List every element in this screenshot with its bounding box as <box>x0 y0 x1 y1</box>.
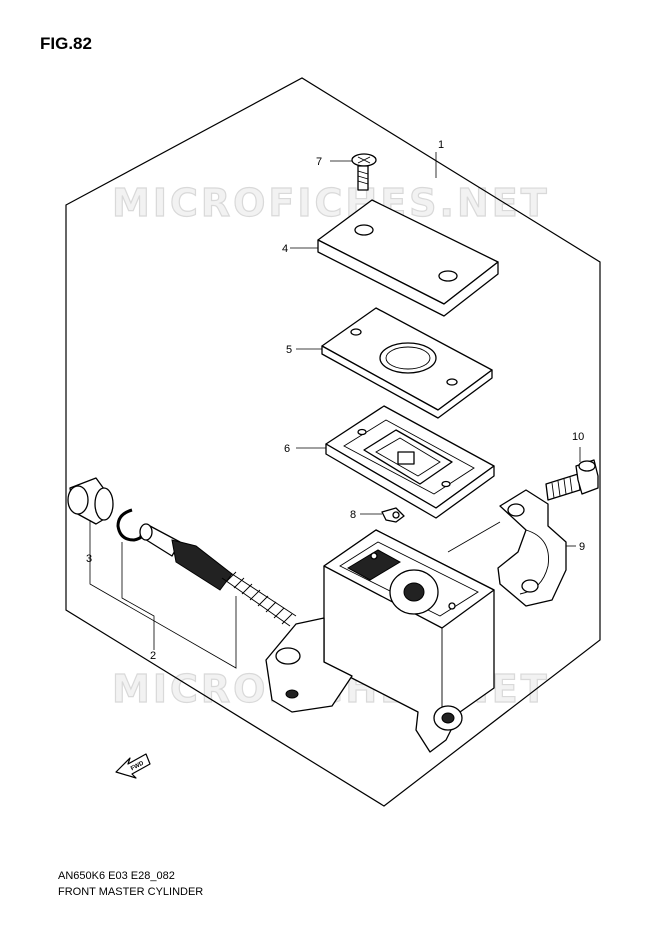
callout-6: 6 <box>284 443 290 455</box>
assembly-boundary <box>65 77 601 807</box>
diagram-code: AN650K6 E03 E28_082 <box>58 870 175 882</box>
screw-part <box>351 153 377 191</box>
callout-1: 1 <box>438 139 444 151</box>
callout-5: 5 <box>286 344 292 356</box>
master-cylinder-body <box>265 529 495 753</box>
dust-boot-part <box>67 477 114 525</box>
bolt-part <box>545 459 599 501</box>
callout-3: 3 <box>86 553 92 565</box>
watermark-top: MICROFICHES.NET <box>112 181 550 225</box>
callout-10: 10 <box>572 431 584 443</box>
diaphragm-plate-part <box>321 307 493 419</box>
callout-2: 2 <box>150 650 156 662</box>
diagram-name: FRONT MASTER CYLINDER <box>58 886 204 898</box>
holder-clamp-part <box>497 489 567 607</box>
callout-9: 9 <box>579 541 585 553</box>
clip-part <box>381 507 405 523</box>
callout-8: 8 <box>350 509 356 521</box>
callout-7: 7 <box>316 156 322 168</box>
figure-title: FIG.82 <box>40 34 92 53</box>
diaphragm-part <box>325 405 495 519</box>
reservoir-cap-part <box>317 199 499 317</box>
leader-lines <box>89 152 581 669</box>
callout-4: 4 <box>282 243 288 255</box>
piston-spring-part <box>139 523 297 627</box>
forward-arrow-icon: FWD <box>115 753 151 779</box>
